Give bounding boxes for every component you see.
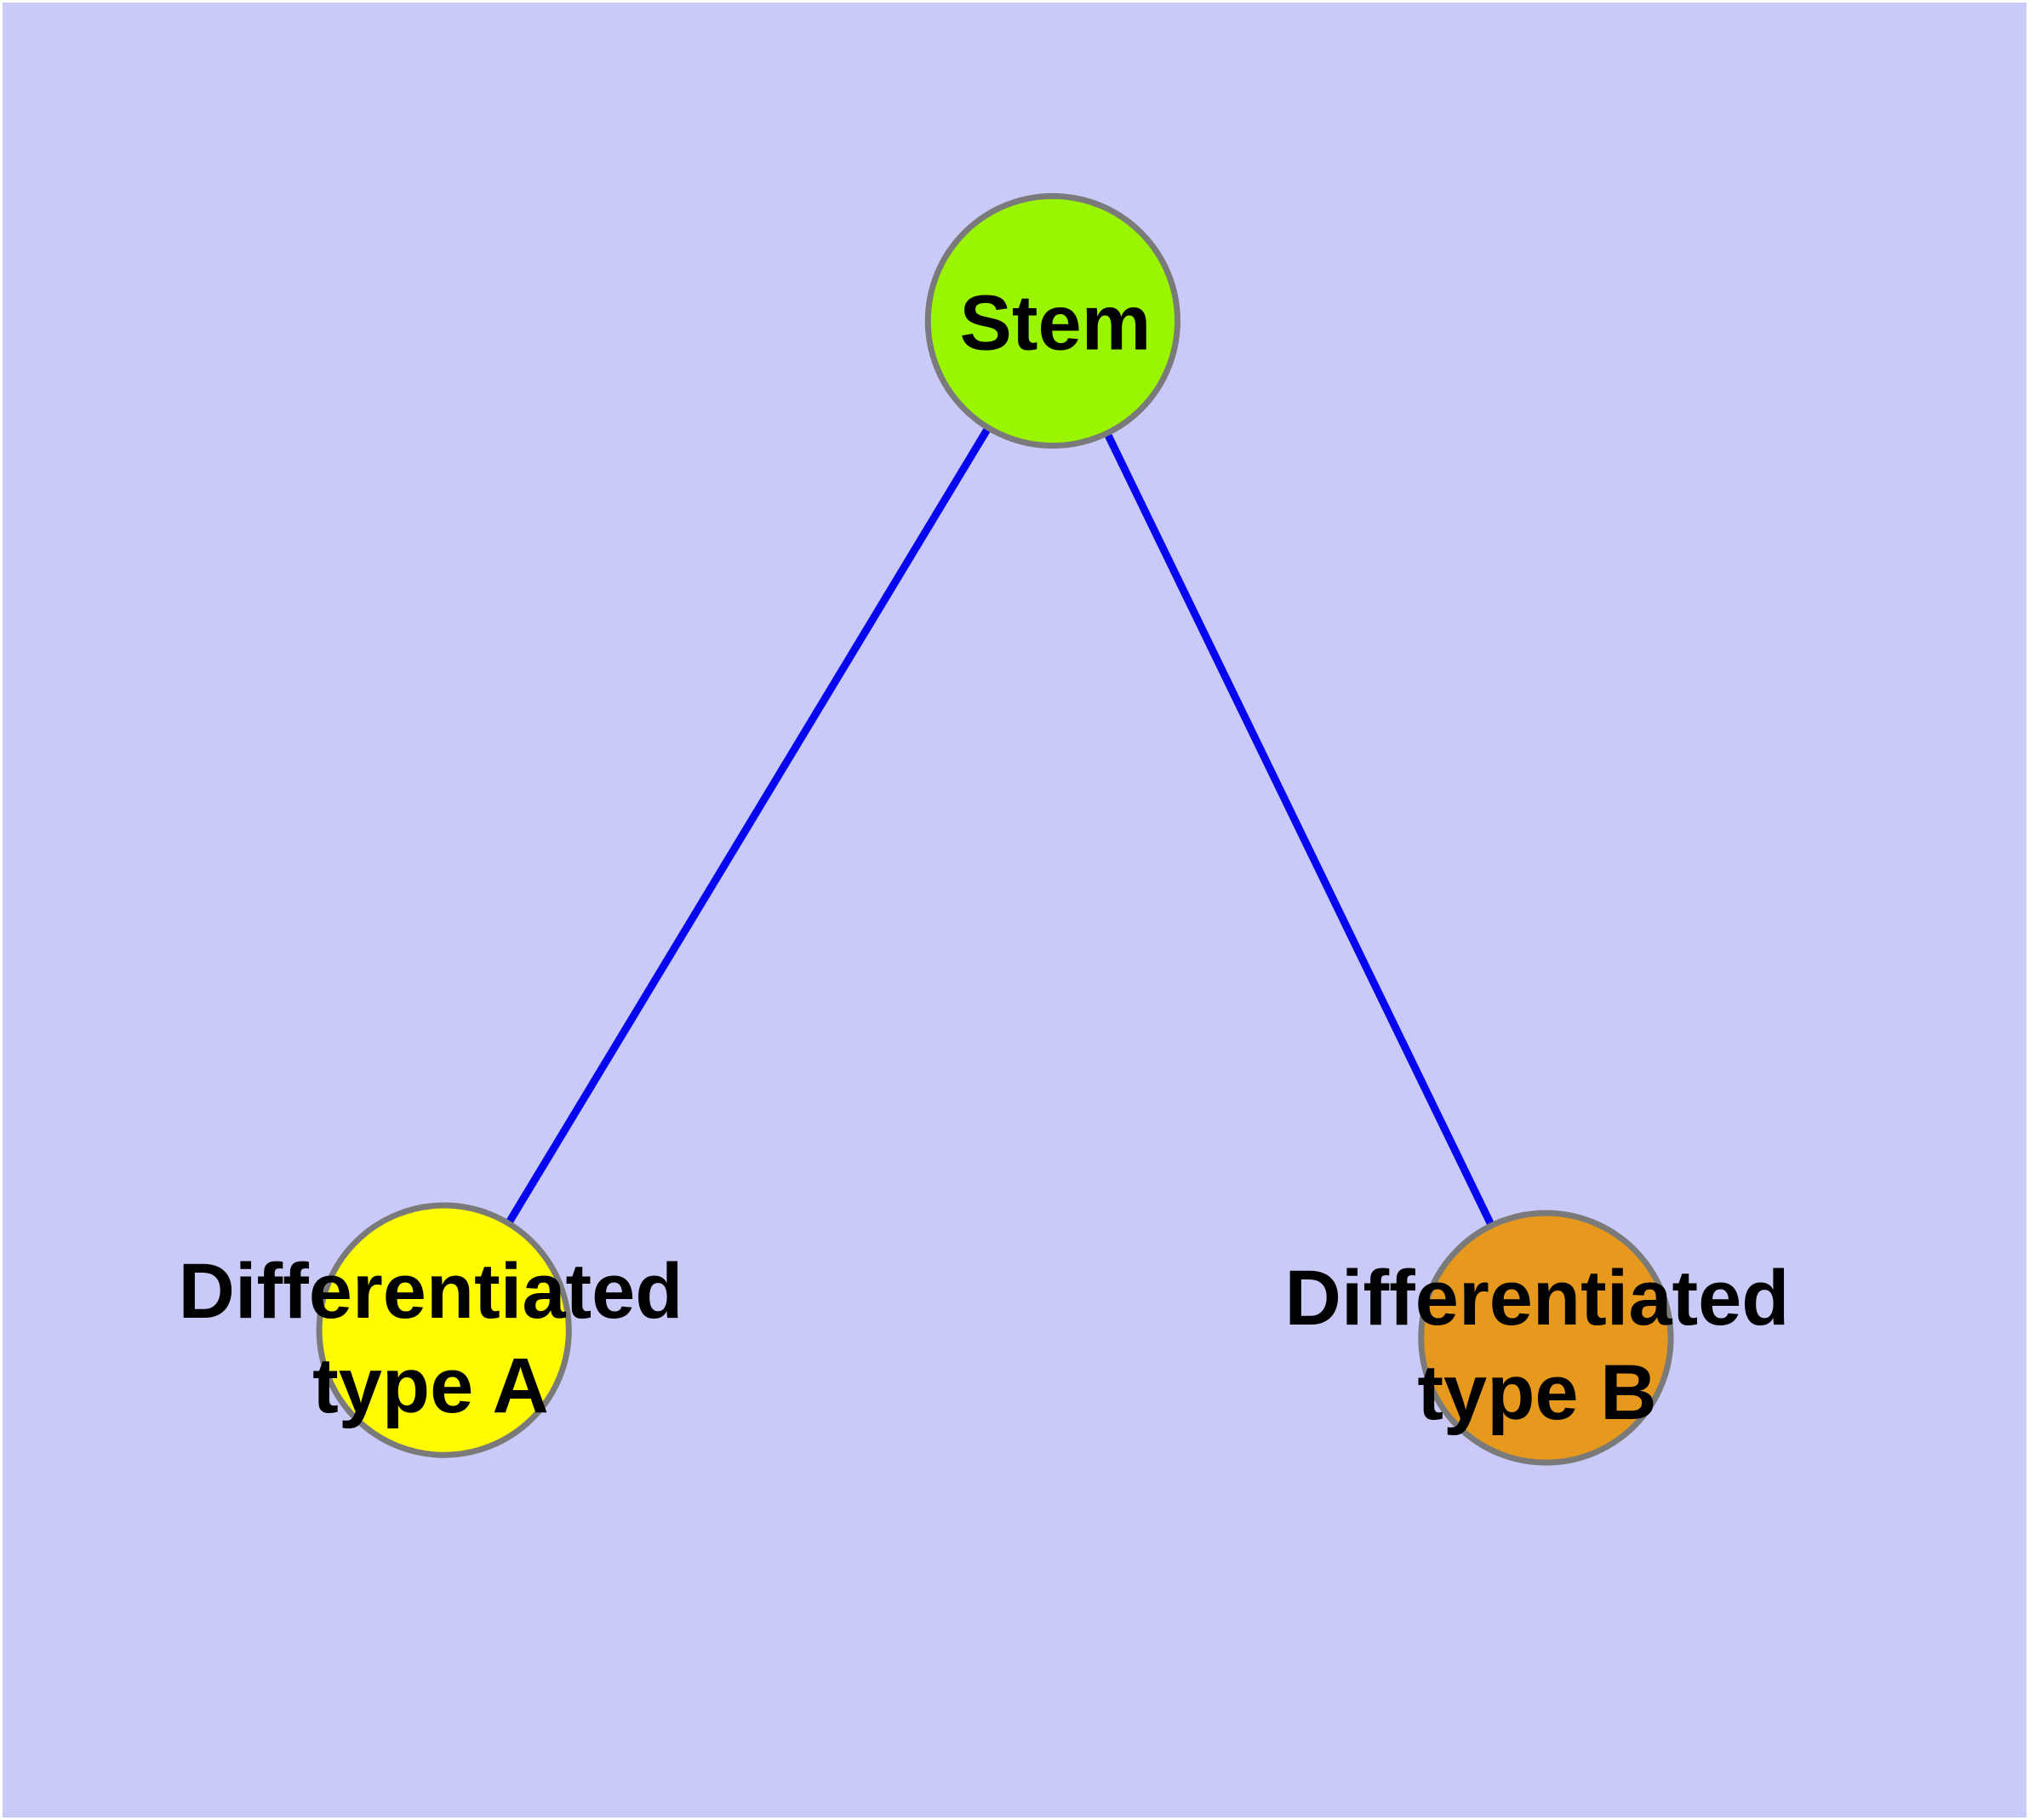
node-type-b-circle <box>1418 1210 1674 1466</box>
edge-stem-to-type-a <box>440 318 1056 1332</box>
node-type-a-circle <box>316 1202 572 1458</box>
graph-svg <box>3 3 2026 1817</box>
node-type-a-label: Differentiated type A <box>178 1248 683 1429</box>
edge-stem-to-type-b <box>1049 318 1550 1340</box>
node-stem-circle <box>924 192 1181 449</box>
diagram-canvas: Stem Differentiated type A Differentiate… <box>3 3 2026 1817</box>
node-type-b-label: Differentiated type B <box>1284 1255 1790 1436</box>
node-stem-label: Stem <box>959 279 1152 367</box>
